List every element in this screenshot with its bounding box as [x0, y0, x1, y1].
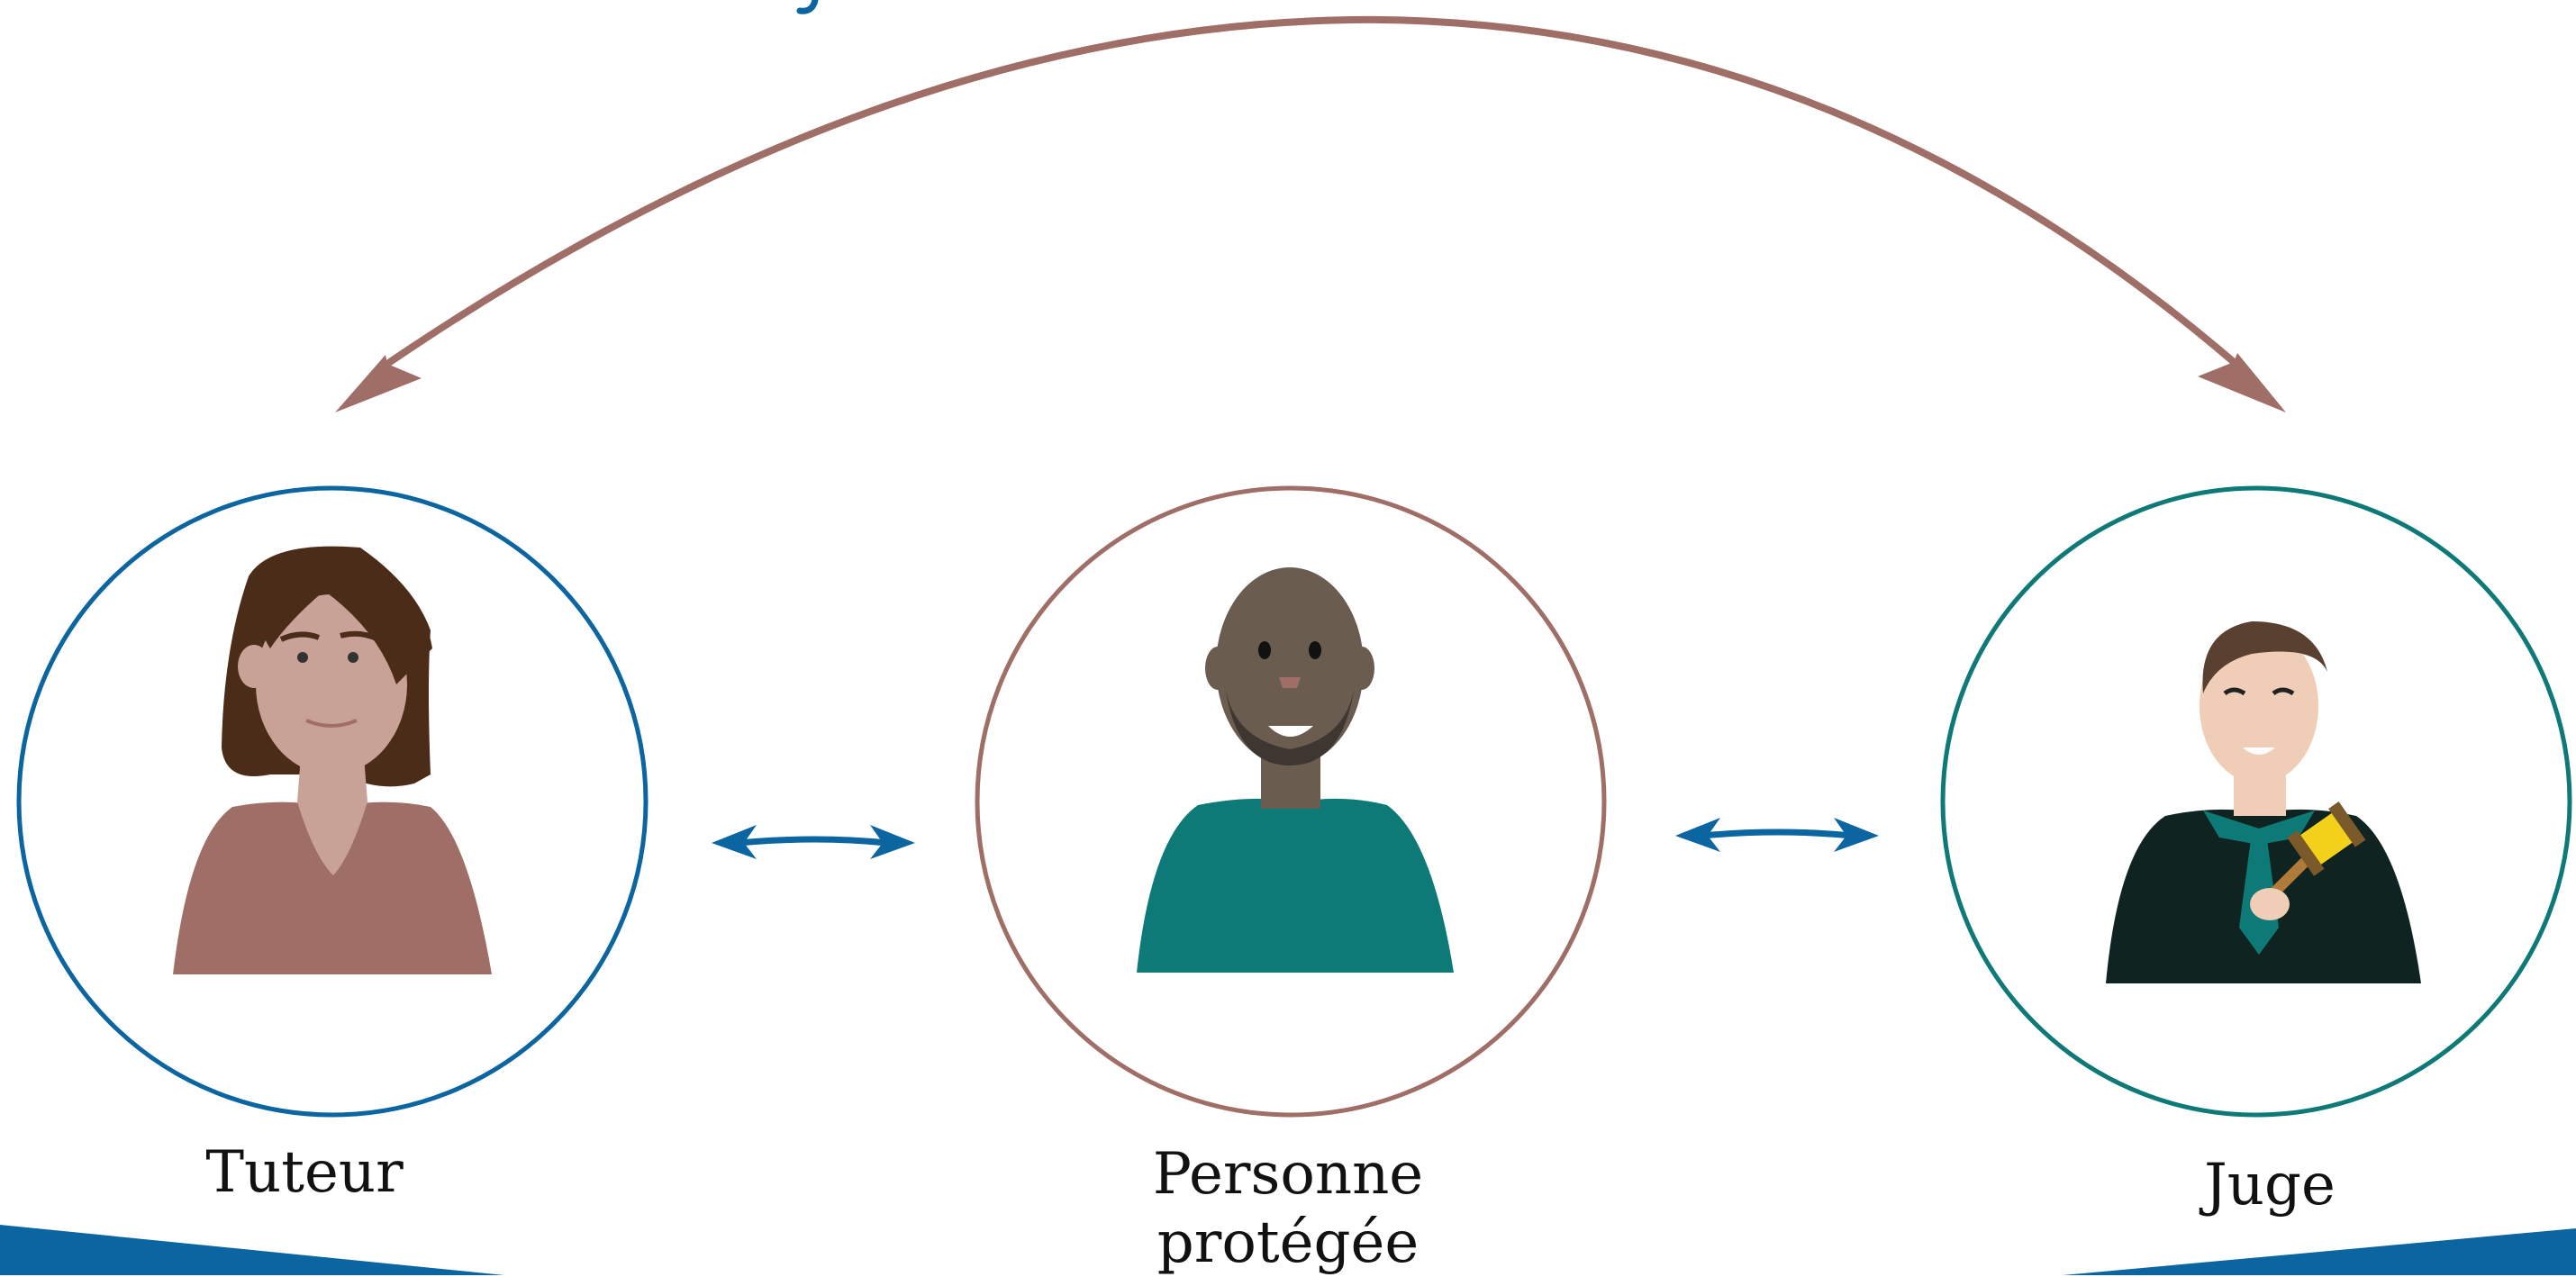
circle-personne: [975, 485, 1607, 1118]
arrowhead-left: [335, 355, 422, 412]
collar: [2203, 811, 2315, 845]
mouth: [305, 719, 358, 728]
hair: [2202, 621, 2327, 693]
eye-left: [2223, 687, 2246, 696]
label-personne-line1: Personne: [1152, 1141, 1424, 1208]
double-arrow-tuteur-personne: [712, 825, 915, 859]
head: [1216, 567, 1364, 765]
nose: [1279, 677, 1301, 688]
brow-right: [340, 630, 380, 642]
body: [1137, 798, 1454, 973]
brow-left: [279, 631, 321, 642]
eye-right: [1309, 641, 1321, 659]
personne-illustration: [1137, 567, 1454, 973]
ear-left: [238, 645, 270, 688]
eye-right: [348, 652, 358, 663]
eye-left: [297, 652, 308, 663]
label-juge: Juge: [2204, 1152, 2336, 1218]
eye-right: [2272, 687, 2295, 696]
bottom-band-right: [2063, 1228, 2576, 1275]
arrowhead-right: [2198, 353, 2286, 412]
circle-juge: [1940, 485, 2572, 1118]
double-arrow-personne-juge: [1675, 818, 1879, 852]
label-tuteur: Tuteur: [205, 1139, 404, 1206]
ear-left: [1205, 647, 1230, 690]
face: [2200, 629, 2318, 783]
hand: [2250, 888, 2290, 920]
title-fragment: [796, 0, 819, 14]
smile: [1268, 726, 1313, 737]
label-personne-line2: protégée: [1156, 1209, 1420, 1276]
bottom-band-left: [0, 1225, 504, 1275]
smile: [2243, 747, 2275, 755]
label-personne-protegee: Personne protégée: [1063, 1140, 1513, 1277]
hair-front: [254, 554, 432, 684]
arc-arrow-tuteur-juge: [335, 15, 2286, 412]
ear-right: [1349, 647, 1374, 690]
tuteur-illustration: [173, 546, 492, 974]
juge-illustration: [2106, 621, 2421, 983]
eye-left: [1258, 641, 1271, 659]
face: [256, 594, 407, 774]
circle-tuteur: [16, 485, 649, 1118]
neck: [297, 756, 367, 875]
body: [173, 802, 492, 974]
gavel-icon: [2263, 802, 2366, 903]
beard-shadow: [1225, 684, 1355, 765]
